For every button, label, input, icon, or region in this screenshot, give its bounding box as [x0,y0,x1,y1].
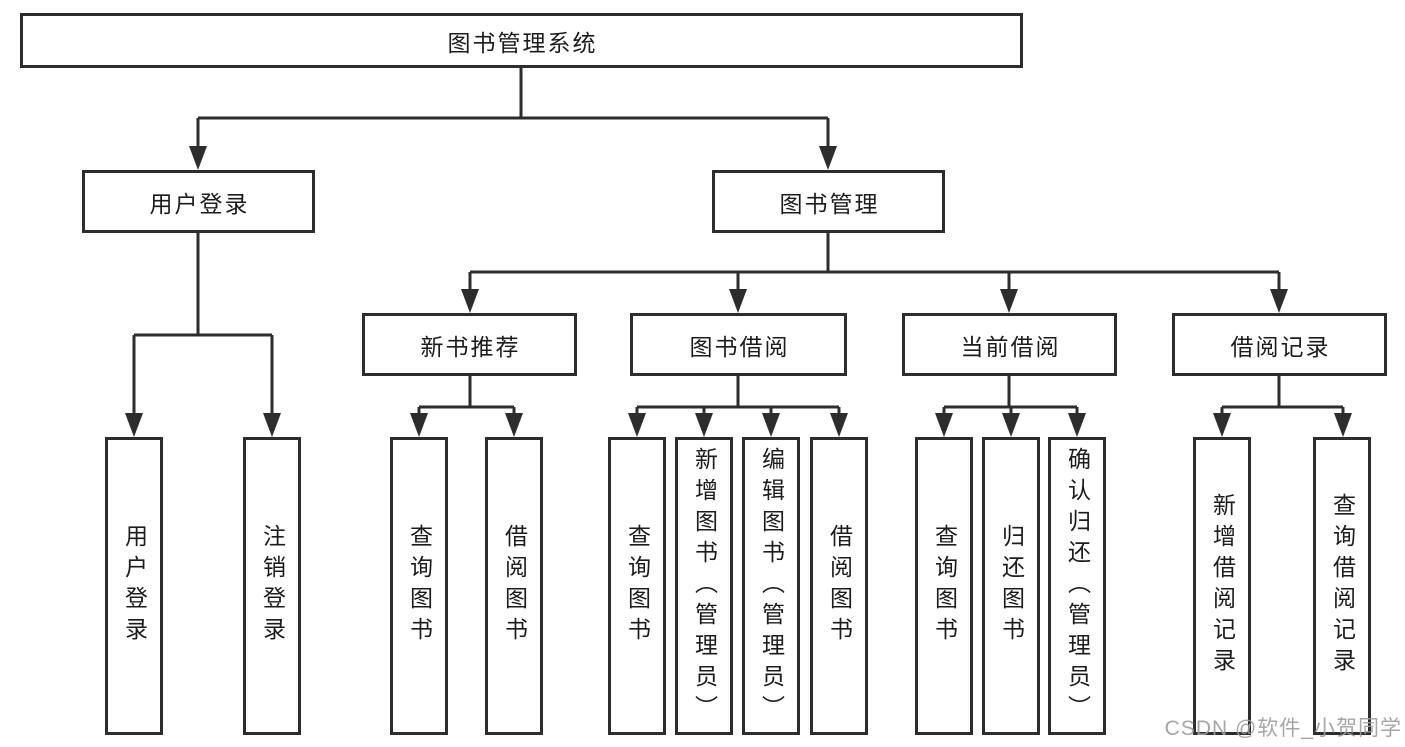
node-label: 用户登录 [121,524,148,648]
node-borrow-records: 借阅记录 [1172,313,1387,376]
node-label: 查询借阅记录 [1329,493,1356,679]
node-root-system: 图书管理系统 [20,13,1023,68]
connector-borrowing [635,376,841,417]
leaf-query-books-1: 查询图书 [390,437,448,735]
node-new-book-recommend: 新书推荐 [362,313,577,376]
connector-book-mgmt [468,233,1281,293]
leaf-user-login: 用户登录 [105,437,163,735]
leaf-borrow-books-1: 借阅图书 [485,437,543,735]
connector-current [942,376,1079,417]
connector-user-login [132,233,274,417]
leaf-confirm-return-admin: 确认归还（管理员） [1048,437,1106,735]
leaf-add-borrow-record: 新增借阅记录 [1193,437,1251,735]
leaf-edit-books-admin: 编辑图书（管理员） [742,437,800,735]
node-label: 查询图书 [931,524,958,648]
node-label: 借阅图书 [826,524,853,648]
node-label: 用户登录 [149,190,250,217]
node-label: 查询图书 [624,524,651,648]
leaf-return-books: 归还图书 [982,437,1040,735]
node-label: 归还图书 [998,524,1025,648]
node-label: 确认归还（管理员） [1064,446,1091,726]
node-label: 查询图书 [406,524,433,648]
leaf-query-borrow-record: 查询借阅记录 [1313,437,1371,735]
node-label: 借阅图书 [501,524,528,648]
node-label: 图书管理系统 [447,29,598,56]
leaf-add-books-admin: 新增图书（管理员） [675,437,733,735]
node-book-management: 图书管理 [712,170,945,233]
node-label: 借阅记录 [1230,333,1331,360]
node-book-borrow: 图书借阅 [630,313,847,376]
connector-records [1220,376,1345,417]
node-label: 新增借阅记录 [1209,493,1236,679]
node-label: 新书推荐 [420,333,521,360]
node-label: 图书管理 [779,190,880,217]
leaf-query-books-2: 查询图书 [608,437,666,735]
node-user-login: 用户登录 [82,170,315,233]
leaf-query-books-3: 查询图书 [915,437,973,735]
leaf-borrow-books-2: 借阅图书 [810,437,868,735]
node-label: 当前借阅 [960,333,1061,360]
node-label: 编辑图书（管理员） [758,446,785,726]
node-current-borrow: 当前借阅 [902,313,1117,376]
connector-root [196,68,830,150]
csdn-watermark: CSDN @软件_小贺同学 [1164,717,1402,740]
leaf-logout: 注销登录 [243,437,301,735]
node-label: 注销登录 [259,524,286,648]
node-label: 新增图书（管理员） [691,446,718,726]
node-label: 图书借阅 [689,333,790,360]
connector-new-books [417,376,516,417]
